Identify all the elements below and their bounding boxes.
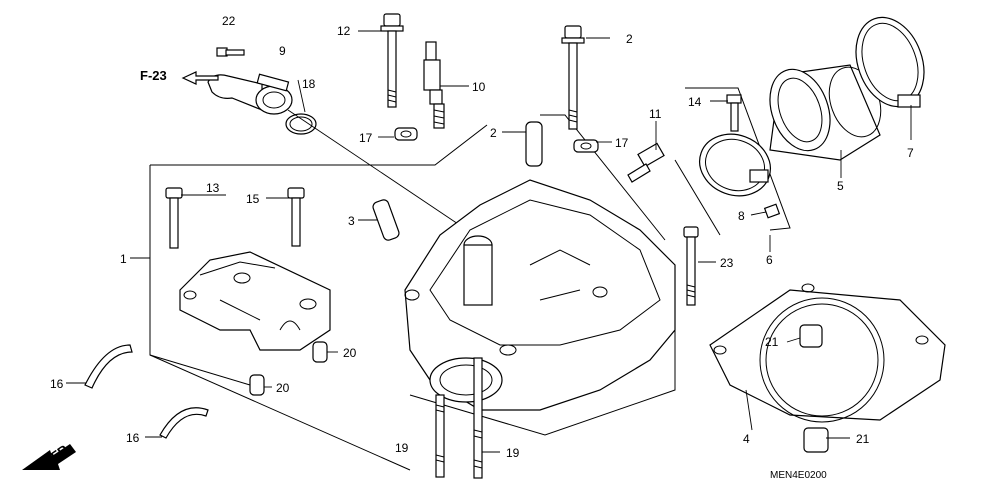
callout-6: 6 <box>766 253 773 267</box>
callout-16-lower: 16 <box>126 431 140 445</box>
temp-sensor-11 <box>627 142 665 183</box>
callout-4: 4 <box>743 432 750 446</box>
callout-12-right: 2 <box>626 32 633 46</box>
callout-22: 22 <box>222 14 236 28</box>
band-7 <box>855 16 925 108</box>
callout-21-upper: 21 <box>765 335 779 349</box>
bolt-12-left <box>380 13 418 141</box>
leader-lines <box>66 30 912 453</box>
camshaft-holder-1 <box>165 187 331 396</box>
ref-direction-label: F-23 <box>140 68 167 83</box>
callout-3: 3 <box>348 214 355 228</box>
callout-13: 13 <box>206 181 220 195</box>
callout-7: 7 <box>907 146 914 160</box>
callout-16-upper: 16 <box>50 377 64 391</box>
callout-19-left: 19 <box>395 441 409 455</box>
callout-1: 1 <box>120 252 127 266</box>
stud-bolt-19-right <box>473 357 483 479</box>
bolt-22 <box>216 47 245 57</box>
water-joint-assembly <box>207 47 471 233</box>
callout-20-lower: 20 <box>276 381 290 395</box>
bolt-23 <box>683 226 699 306</box>
callout-10: 10 <box>472 80 486 94</box>
front-direction-arrow <box>22 444 76 470</box>
callout-12-left: 12 <box>337 24 351 38</box>
callout-8: 8 <box>738 209 745 223</box>
callout-5: 5 <box>837 179 844 193</box>
callout-19-right: 19 <box>506 446 520 460</box>
f23-direction-arrow <box>181 71 219 85</box>
callout-20-upper: 20 <box>343 346 357 360</box>
callout-9: 9 <box>279 44 286 58</box>
callout-21-lower: 21 <box>856 432 870 446</box>
insulator-5 <box>769 64 882 161</box>
gasket-4 <box>709 283 946 453</box>
callout-23: 23 <box>720 256 734 270</box>
callout-15: 15 <box>246 192 260 206</box>
callout-18: 18 <box>302 77 316 91</box>
drawing-code-label: MEN4E0200 <box>770 470 827 481</box>
dowel-pin-3 <box>372 199 400 241</box>
dowel-pin-2 <box>525 121 543 167</box>
callout-2: 2 <box>490 126 497 140</box>
band-6 <box>699 133 771 197</box>
o-ring-18 <box>285 113 317 135</box>
cylinder-head <box>404 179 676 411</box>
cam-chain-guide-16 <box>84 344 209 439</box>
callout-17-left: 17 <box>359 131 373 145</box>
callout-11: 11 <box>649 107 662 121</box>
screw-14 <box>726 94 742 132</box>
spark-plug-10 <box>423 41 445 129</box>
callout-14: 14 <box>688 95 702 109</box>
clip-8 <box>763 203 781 219</box>
water-joint-9 <box>207 73 293 115</box>
callout-17-right: 17 <box>615 136 629 150</box>
bolt-12-right <box>561 25 599 153</box>
stud-bolt-19-left <box>435 394 445 478</box>
